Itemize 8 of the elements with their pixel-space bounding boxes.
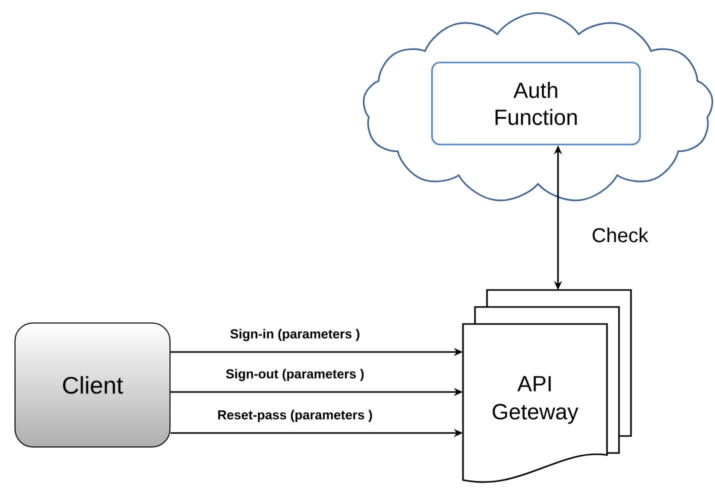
edge-label: Sign-in (parameters ) xyxy=(230,328,360,342)
client-box: Client xyxy=(14,322,170,448)
edge-label: Sign-out (parameters ) xyxy=(226,368,364,382)
function-box: Auth Function xyxy=(431,62,641,146)
edge-label: Reset-pass (parameters ) xyxy=(218,410,372,422)
document-stack-drawing: API Geteway xyxy=(462,289,632,483)
edge-label: Check xyxy=(592,228,648,242)
node-label: API Geteway xyxy=(492,376,578,424)
